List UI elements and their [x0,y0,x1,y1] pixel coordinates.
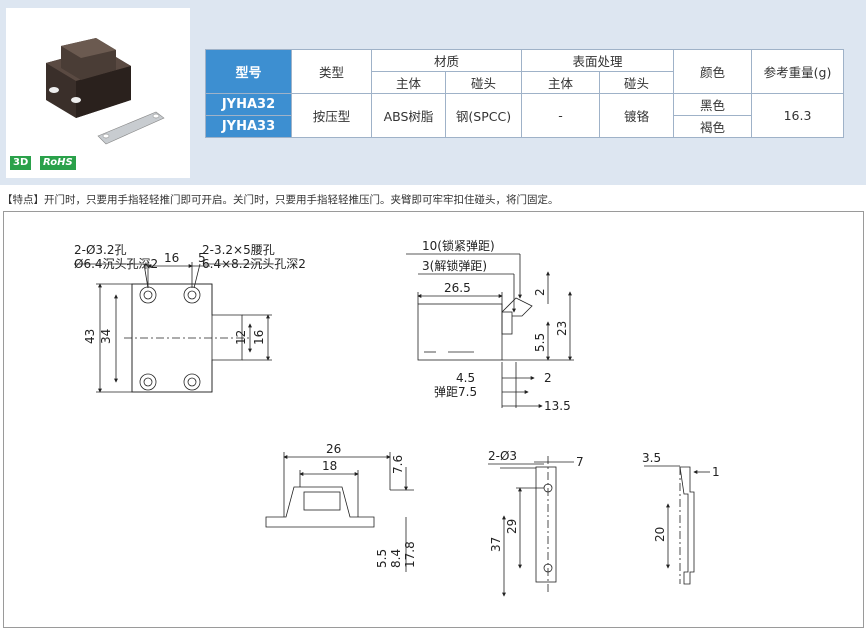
dim-17-8-label: 17.8 [403,541,417,568]
dim-slot-label: 2-3.2×5腰孔 [202,243,275,257]
dim-26-5-label: 26.5 [444,281,471,295]
bottom-front-view [265,452,414,572]
dim-26-label: 26 [326,442,341,456]
sub-header-body: 主体 [371,71,446,94]
sub-header-striker: 碰头 [445,71,522,94]
header-model: 型号 [205,49,292,94]
material-striker-cell: 钢(SPCC) [445,93,522,138]
dim-lock-spring-label: 10(锁紧弹距) [422,238,495,253]
dim-13-5-label: 13.5 [544,399,571,413]
rohs-badge: RoHS [40,156,76,170]
dim-hole2-label: 2-Ø3 [488,449,517,463]
dimension-drawing: 2-Ø3.2孔 Ø6.4沉头孔深2 16 5 2-3.2×5腰孔 6.4×8.2… [74,238,720,597]
header-color: 颜色 [673,49,752,94]
dim-slot-countersink-label: 6.4×8.2沉头孔深2 [202,257,306,271]
dim-3-5-label: 3.5 [642,451,661,465]
spec-table: 型号 类型 材质 表面处理 颜色 参考重量(g) 主体 碰头 主体 碰头 JYH… [205,49,844,138]
feature-description: 【特点】开门时，只要用手指轻轻推门即可开启。关门时，只要用手指轻轻推压门。夹臂即… [2,194,559,206]
dim-2a-label: 2 [533,288,547,296]
sub-header-body-surface: 主体 [521,71,600,94]
dim-2b-label: 2 [544,371,552,385]
dim-34-label: 34 [99,329,113,344]
dim-16b-label: 16 [252,330,266,345]
header-surface: 表面处理 [521,49,674,72]
model-cell: JYHA32 [205,93,292,116]
dim-1-label: 1 [712,465,720,479]
dim-8-4-label: 8.4 [389,549,403,568]
header-weight: 参考重量(g) [751,49,844,94]
dim-7-label: 7 [576,455,584,469]
header-type: 类型 [291,49,372,94]
dim-7-6-label: 7.6 [391,455,405,474]
product-photo [6,8,190,178]
dim-20-label: 20 [653,527,667,542]
dim-16-label: 16 [164,251,179,265]
model-cell: JYHA33 [205,115,292,138]
material-body-cell: ABS树脂 [371,93,446,138]
product-header-panel: 3D RoHS 型号 类型 材质 表面处理 颜色 参考重量(g) 主体 碰头 主… [0,0,866,185]
3d-badge: 3D [10,156,32,170]
dim-5-5-label: 5.5 [533,333,547,352]
striker-front-view [488,456,574,597]
dim-23-label: 23 [555,321,569,336]
dim-hole-label: 2-Ø3.2孔 [74,243,127,257]
type-cell: 按压型 [291,93,372,138]
surface-body-cell: - [521,93,600,138]
dim-spring-distance-label: 弹距7.5 [434,385,477,399]
side-view [406,253,574,408]
weight-cell: 16.3 [751,93,844,138]
header-material: 材质 [371,49,522,72]
color-cell: 黑色 [673,93,752,116]
sub-header-striker-surface: 碰头 [599,71,674,94]
dim-37-label: 37 [489,537,503,552]
striker-side-view [644,465,710,585]
dim-29-label: 29 [505,519,519,534]
technical-drawing-panel: 2-Ø3.2孔 Ø6.4沉头孔深2 16 5 2-3.2×5腰孔 6.4×8.2… [3,211,864,628]
dim-18-label: 18 [322,459,337,473]
color-cell: 褐色 [673,115,752,138]
dim-5-5b-label: 5.5 [375,549,389,568]
dim-43-label: 43 [83,329,97,344]
surface-striker-cell: 镀铬 [599,93,674,138]
dim-countersink-label: Ø6.4沉头孔深2 [74,257,158,271]
dim-5-label: 5 [198,251,206,265]
front-view [74,262,272,393]
door-catch-illustration [46,38,165,145]
dim-4-5-label: 4.5 [456,371,475,385]
dim-unlock-spring-label: 3(解锁弹距) [422,258,487,273]
dim-12-label: 12 [234,330,248,345]
